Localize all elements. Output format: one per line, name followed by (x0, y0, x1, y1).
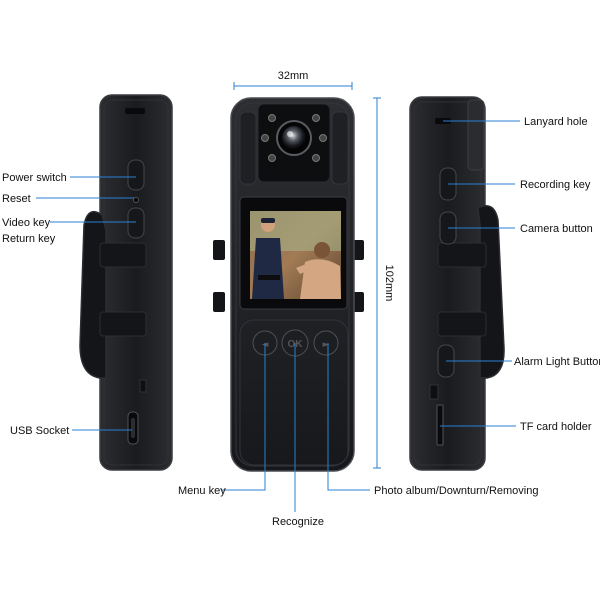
left-side-view (79, 94, 173, 471)
label-reset: Reset (2, 193, 31, 205)
label-video-key: Video key (2, 217, 51, 229)
width-dimension: 32mm (278, 70, 309, 82)
reset-button[interactable] (133, 197, 139, 203)
label-return-key: Return key (2, 233, 56, 245)
label-lanyard-hole: Lanyard hole (524, 116, 588, 128)
right-side-view (409, 96, 505, 471)
label-alarm-light-button: Alarm Light Button (514, 356, 600, 368)
ir-led-icon (319, 134, 327, 142)
ir-led-icon (261, 134, 269, 142)
label-camera-button: Camera button (520, 223, 593, 235)
labels: Power switch Reset Video key Return key … (2, 116, 600, 528)
label-menu-key: Menu key (178, 485, 226, 497)
label-photo-album: Photo album/Downturn/Removing (374, 485, 538, 497)
ir-led-icon (312, 114, 320, 122)
left-top-slot (125, 108, 145, 114)
label-recording-key: Recording key (520, 179, 591, 191)
ir-led-icon (268, 154, 276, 162)
ir-led-icon (268, 114, 276, 122)
photo-album-glyph: ► (323, 340, 330, 350)
photo-album-button[interactable] (313, 330, 339, 356)
label-tf-card-holder: TF card holder (520, 421, 592, 433)
label-power-switch: Power switch (2, 172, 67, 184)
ir-led-icon (312, 154, 320, 162)
video-key-button[interactable] (127, 207, 145, 239)
leader-lines (36, 120, 520, 512)
left-clip (79, 210, 107, 379)
tf-card-holder[interactable] (436, 404, 444, 446)
label-usb-socket: USB Socket (10, 425, 69, 437)
dimension-lines (233, 82, 381, 469)
height-dimension: 102mm (383, 265, 395, 302)
front-view: ◄ OK ► (213, 97, 364, 472)
label-recognize: Recognize (272, 516, 324, 528)
power-switch-button[interactable] (127, 159, 145, 191)
right-clip (477, 205, 505, 379)
